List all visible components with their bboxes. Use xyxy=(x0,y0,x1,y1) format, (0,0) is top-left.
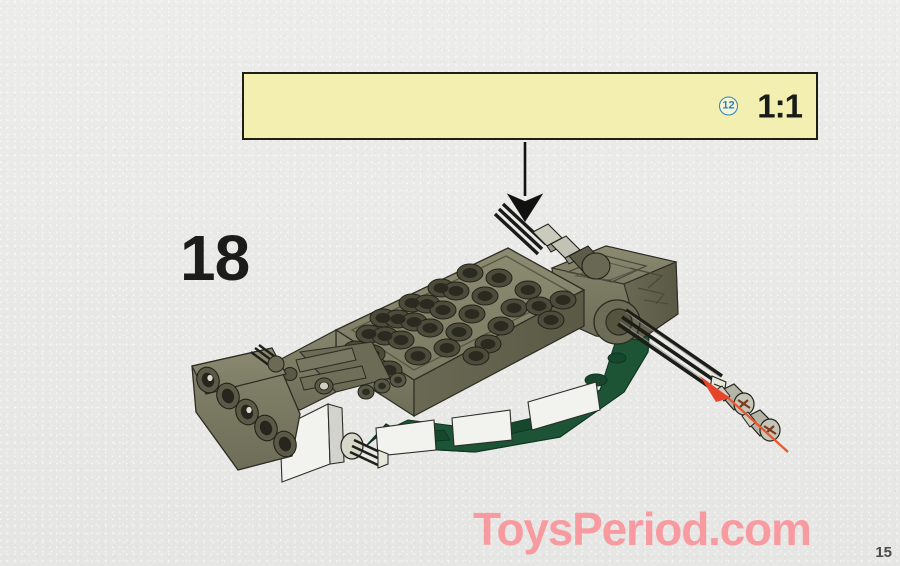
step-number: 18 xyxy=(180,222,250,294)
plate-studs xyxy=(342,263,577,380)
axle-stub-lower xyxy=(340,432,389,469)
bushing-attach-arrow xyxy=(700,376,789,453)
watermark: ToysPeriod.com xyxy=(473,503,812,555)
scale-label: 1:1 xyxy=(757,87,803,125)
stud-plate xyxy=(334,247,586,418)
lego-model-assembly xyxy=(191,202,789,483)
axle-top-with-bushings xyxy=(493,202,611,280)
part-quantity-badge: 12 xyxy=(719,96,738,116)
bushing-pair xyxy=(715,383,781,442)
parts-callout-box: 12 1:1 xyxy=(242,72,818,140)
callout-content: 12 1:1 xyxy=(244,74,816,138)
left-technic-assembly xyxy=(191,329,407,471)
page-number: 15 xyxy=(875,544,892,561)
axle-stub-upper-left xyxy=(250,344,285,373)
white-side-panel xyxy=(279,381,601,483)
